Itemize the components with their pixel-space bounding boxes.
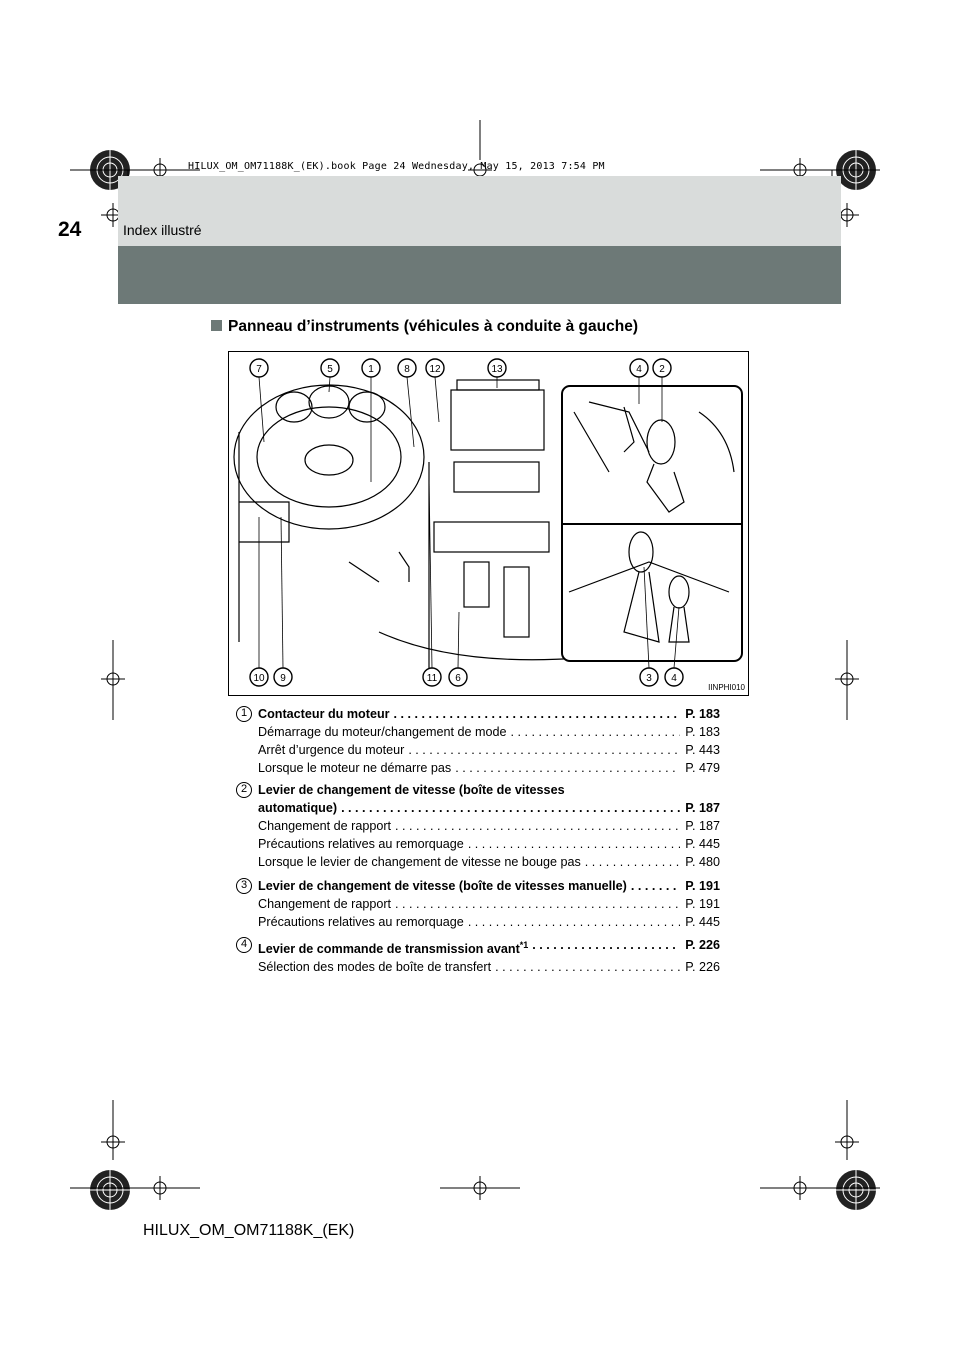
page-ref-link[interactable]: P. 445 bbox=[685, 915, 720, 929]
entry-item-row[interactable]: Lorsque le moteur ne démarre pasP. 479 bbox=[258, 759, 720, 777]
header-band-dark bbox=[118, 246, 841, 304]
entry-title-line: Levier de changement de vitesse (boîte d… bbox=[258, 783, 565, 797]
figure-code: IINPHI010 bbox=[708, 683, 745, 692]
callout-label: 8 bbox=[404, 364, 410, 375]
callout-label: 1 bbox=[368, 364, 374, 375]
entry-item-row[interactable]: Démarrage du moteur/changement de modeP.… bbox=[258, 723, 720, 741]
callout-label: 7 bbox=[256, 364, 262, 375]
page-number: 24 bbox=[58, 218, 82, 241]
page-ref-link[interactable]: P. 443 bbox=[685, 743, 720, 757]
registration-mark-bottom-right bbox=[836, 1170, 876, 1210]
callout-label: 5 bbox=[327, 364, 333, 375]
entry-number: 4 bbox=[236, 937, 252, 953]
callout-label: 4 bbox=[636, 364, 642, 375]
callout-label: 4 bbox=[671, 673, 677, 684]
entry-title-row[interactable]: Contacteur du moteurP. 183 bbox=[258, 705, 720, 723]
footnote-marker: *1 bbox=[519, 940, 529, 950]
index-entry: 1 Contacteur du moteurP. 183 Démarrage d… bbox=[236, 705, 720, 777]
entry-item-row[interactable]: Sélection des modes de boîte de transfer… bbox=[258, 958, 720, 976]
registration-mark-bottom-left bbox=[90, 1170, 130, 1210]
entry-item-row[interactable]: Lorsque le levier de changement de vites… bbox=[258, 853, 720, 871]
callout-label: 3 bbox=[646, 673, 652, 684]
print-info: HILUX_OM_OM71188K_(EK).book Page 24 Wedn… bbox=[188, 161, 605, 172]
callout-label: 11 bbox=[427, 673, 438, 684]
entry-item-row[interactable]: Changement de rapportP. 187 bbox=[258, 817, 720, 835]
index-entry: 3 Levier de changement de vitesse (boîte… bbox=[236, 877, 720, 931]
page-ref-link[interactable]: P. 183 bbox=[685, 707, 720, 721]
entry-number: 1 bbox=[236, 706, 252, 722]
page-ref-link[interactable]: P. 191 bbox=[685, 897, 720, 911]
page-ref-link[interactable]: P. 187 bbox=[685, 801, 720, 815]
page-ref-link[interactable]: P. 191 bbox=[685, 879, 720, 893]
callout-label: 2 bbox=[659, 364, 665, 375]
page-ref-link[interactable]: P. 479 bbox=[685, 761, 720, 775]
entry-number: 3 bbox=[236, 878, 252, 894]
callout-label: 10 bbox=[253, 673, 265, 684]
dashboard-illustration: 7 5 1 8 12 13 4 2 10 9 11 6 3 4 IINPHI01… bbox=[228, 351, 749, 696]
page-ref-link[interactable]: P. 480 bbox=[685, 855, 720, 869]
square-bullet-icon bbox=[211, 320, 222, 331]
index-entry: 4 Levier de commande de transmission ava… bbox=[236, 936, 720, 976]
entry-title-row[interactable]: Levier de commande de transmission avant… bbox=[258, 936, 720, 958]
page-ref-link[interactable]: P. 187 bbox=[685, 819, 720, 833]
entry-title-row[interactable]: automatique)P. 187 bbox=[258, 799, 720, 817]
callout-label: 13 bbox=[491, 364, 503, 375]
entry-item-row[interactable]: Changement de rapportP. 191 bbox=[258, 895, 720, 913]
callout-label: 12 bbox=[429, 364, 441, 375]
section-title: Panneau d’instruments (véhicules à condu… bbox=[211, 318, 638, 336]
callout-label: 9 bbox=[280, 673, 286, 684]
callout-label: 6 bbox=[455, 673, 461, 684]
dashboard-drawing: 7 5 1 8 12 13 4 2 10 9 11 6 3 4 bbox=[233, 358, 743, 687]
entry-item-row[interactable]: Arrêt d’urgence du moteurP. 443 bbox=[258, 741, 720, 759]
page-ref-link[interactable]: P. 183 bbox=[685, 725, 720, 739]
page-ref-link[interactable]: P. 445 bbox=[685, 837, 720, 851]
entry-title-row[interactable]: Levier de changement de vitesse (boîte d… bbox=[258, 877, 720, 895]
header-band-light bbox=[118, 176, 841, 246]
entry-item-row[interactable]: Précautions relatives au remorquageP. 44… bbox=[258, 835, 720, 853]
page-ref-link[interactable]: P. 226 bbox=[685, 960, 720, 975]
entry-number: 2 bbox=[236, 782, 252, 798]
footer-document-code: HILUX_OM_OM71188K_(EK) bbox=[143, 1222, 355, 1239]
entry-item-row[interactable]: Précautions relatives au remorquageP. 44… bbox=[258, 913, 720, 931]
section-name: Index illustré bbox=[123, 222, 202, 238]
page-ref-link[interactable]: P. 226 bbox=[685, 938, 720, 952]
index-entry: 2 Levier de changement de vitesse (boîte… bbox=[236, 781, 720, 871]
